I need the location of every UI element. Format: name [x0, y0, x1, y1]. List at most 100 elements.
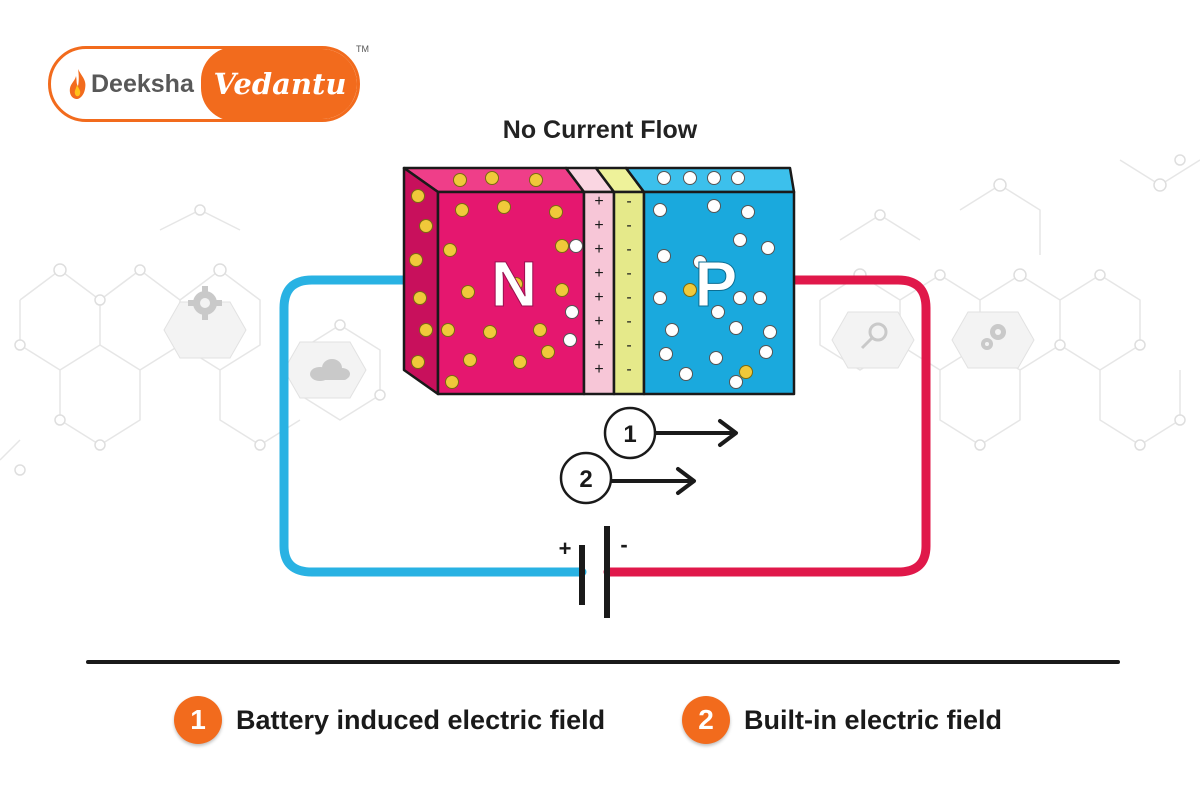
- positive-charge-sign: +: [594, 361, 603, 378]
- electron-dot: [419, 323, 433, 337]
- negative-charge-sign: -: [626, 337, 631, 354]
- logo-left-panel: Deeksha: [51, 49, 201, 119]
- trademark-mark: TM: [356, 44, 369, 54]
- positive-charge-sign: +: [594, 217, 603, 234]
- negative-charge-sign: -: [626, 289, 631, 306]
- field-arrow-1: 1: [603, 406, 738, 460]
- logo-right-panel: Vedantu: [201, 49, 357, 119]
- hole-dot: [733, 233, 747, 247]
- legend-text-2: Built-in electric field: [744, 704, 1003, 735]
- battery-negative-plate: [604, 526, 610, 618]
- negative-charge-sign: -: [626, 193, 631, 210]
- wire-left: [279, 275, 587, 577]
- battery-negative-label: -: [620, 532, 627, 557]
- wire-right: [603, 275, 931, 577]
- hole-dot: [683, 171, 697, 185]
- flame-icon: [69, 69, 86, 99]
- hole-dot: [729, 375, 743, 389]
- p-region-label: P: [695, 248, 738, 320]
- legend-item-1: 1 Battery induced electric field: [174, 696, 605, 744]
- magnifier-icon: [860, 322, 888, 350]
- negative-charge-sign: -: [626, 313, 631, 330]
- hole-dot: [693, 255, 707, 269]
- hole-dot: [741, 205, 755, 219]
- positive-charge-sign: +: [594, 289, 603, 306]
- hole-dot: [759, 345, 773, 359]
- hole-dot: [733, 291, 747, 305]
- depletion-negative-charges: - - - - - - - -: [626, 193, 631, 378]
- negative-charge-sign: -: [626, 217, 631, 234]
- hole-dot: [731, 171, 745, 185]
- gear-icon: [188, 286, 222, 320]
- electron-dot: [463, 353, 477, 367]
- section-divider: [86, 660, 1120, 664]
- hole-dot: [753, 291, 767, 305]
- legend-item-2: 2 Built-in electric field: [682, 696, 1002, 744]
- hole-dot: [653, 291, 667, 305]
- electron-dot: [443, 243, 457, 257]
- legend-badge-1: 1: [174, 696, 222, 744]
- hole-dot: [659, 347, 673, 361]
- hole-dot: [665, 323, 679, 337]
- electron-dot: [555, 283, 569, 297]
- hole-dot: [729, 321, 743, 335]
- positive-charge-sign: +: [594, 265, 603, 282]
- electron-dot: [409, 253, 423, 267]
- field-arrow-1-number: 1: [623, 421, 636, 448]
- hole-dot: [569, 239, 583, 253]
- positive-charge-sign: +: [594, 241, 603, 258]
- logo-left-text: Deeksha: [91, 69, 194, 98]
- electron-dot: [739, 365, 753, 379]
- hole-dot: [565, 305, 579, 319]
- positive-charge-sign: +: [594, 337, 603, 354]
- negative-charge-sign: -: [626, 265, 631, 282]
- hole-dot: [707, 199, 721, 213]
- positive-charge-sign: +: [594, 193, 603, 210]
- hole-dot: [653, 203, 667, 217]
- n-region-label: N: [491, 248, 537, 320]
- electron-dot: [483, 325, 497, 339]
- field-arrow-2-number: 2: [579, 466, 592, 493]
- electron-dot: [541, 345, 555, 359]
- hole-dots: [563, 171, 777, 389]
- electron-dot: [509, 277, 523, 291]
- electron-dot: [549, 205, 563, 219]
- electron-dot: [461, 285, 475, 299]
- electron-dot: [683, 283, 697, 297]
- electron-dot: [453, 173, 467, 187]
- electron-dot: [533, 323, 547, 337]
- battery-positive-plate: [579, 545, 585, 605]
- hole-dot: [709, 351, 723, 365]
- electron-dot: [419, 219, 433, 233]
- negative-charge-sign: -: [626, 241, 631, 258]
- electron-dot: [413, 291, 427, 305]
- electron-dot: [497, 200, 511, 214]
- positive-charge-sign: +: [594, 313, 603, 330]
- electron-dot: [411, 355, 425, 369]
- cloud-icon: [310, 359, 350, 381]
- negative-charge-sign: -: [626, 361, 631, 378]
- brand-logo: Deeksha Vedantu: [48, 46, 360, 122]
- electron-dot: [513, 355, 527, 369]
- hole-dot: [657, 171, 671, 185]
- logo-right-text: Vedantu: [213, 67, 347, 101]
- field-arrow-2: 2: [559, 451, 696, 505]
- hole-dot: [763, 325, 777, 339]
- electron-dot: [485, 171, 499, 185]
- hole-dot: [679, 367, 693, 381]
- electron-dot: [441, 323, 455, 337]
- hole-dot: [711, 305, 725, 319]
- diagram-title: No Current Flow: [502, 116, 698, 144]
- legend-badge-2: 2: [682, 696, 730, 744]
- battery-positive-label: +: [559, 536, 572, 561]
- electron-dot: [445, 375, 459, 389]
- background-nodes: [14, 154, 1186, 476]
- front-face-depletion-positive: [582, 190, 616, 396]
- hole-dot: [563, 333, 577, 347]
- electron-dot: [411, 189, 425, 203]
- electron-dots: [409, 171, 569, 389]
- background-icons: [163, 286, 1035, 399]
- depletion-positive-charges: + + + + + + + +: [594, 193, 603, 378]
- legend-text-1: Battery induced electric field: [236, 704, 606, 735]
